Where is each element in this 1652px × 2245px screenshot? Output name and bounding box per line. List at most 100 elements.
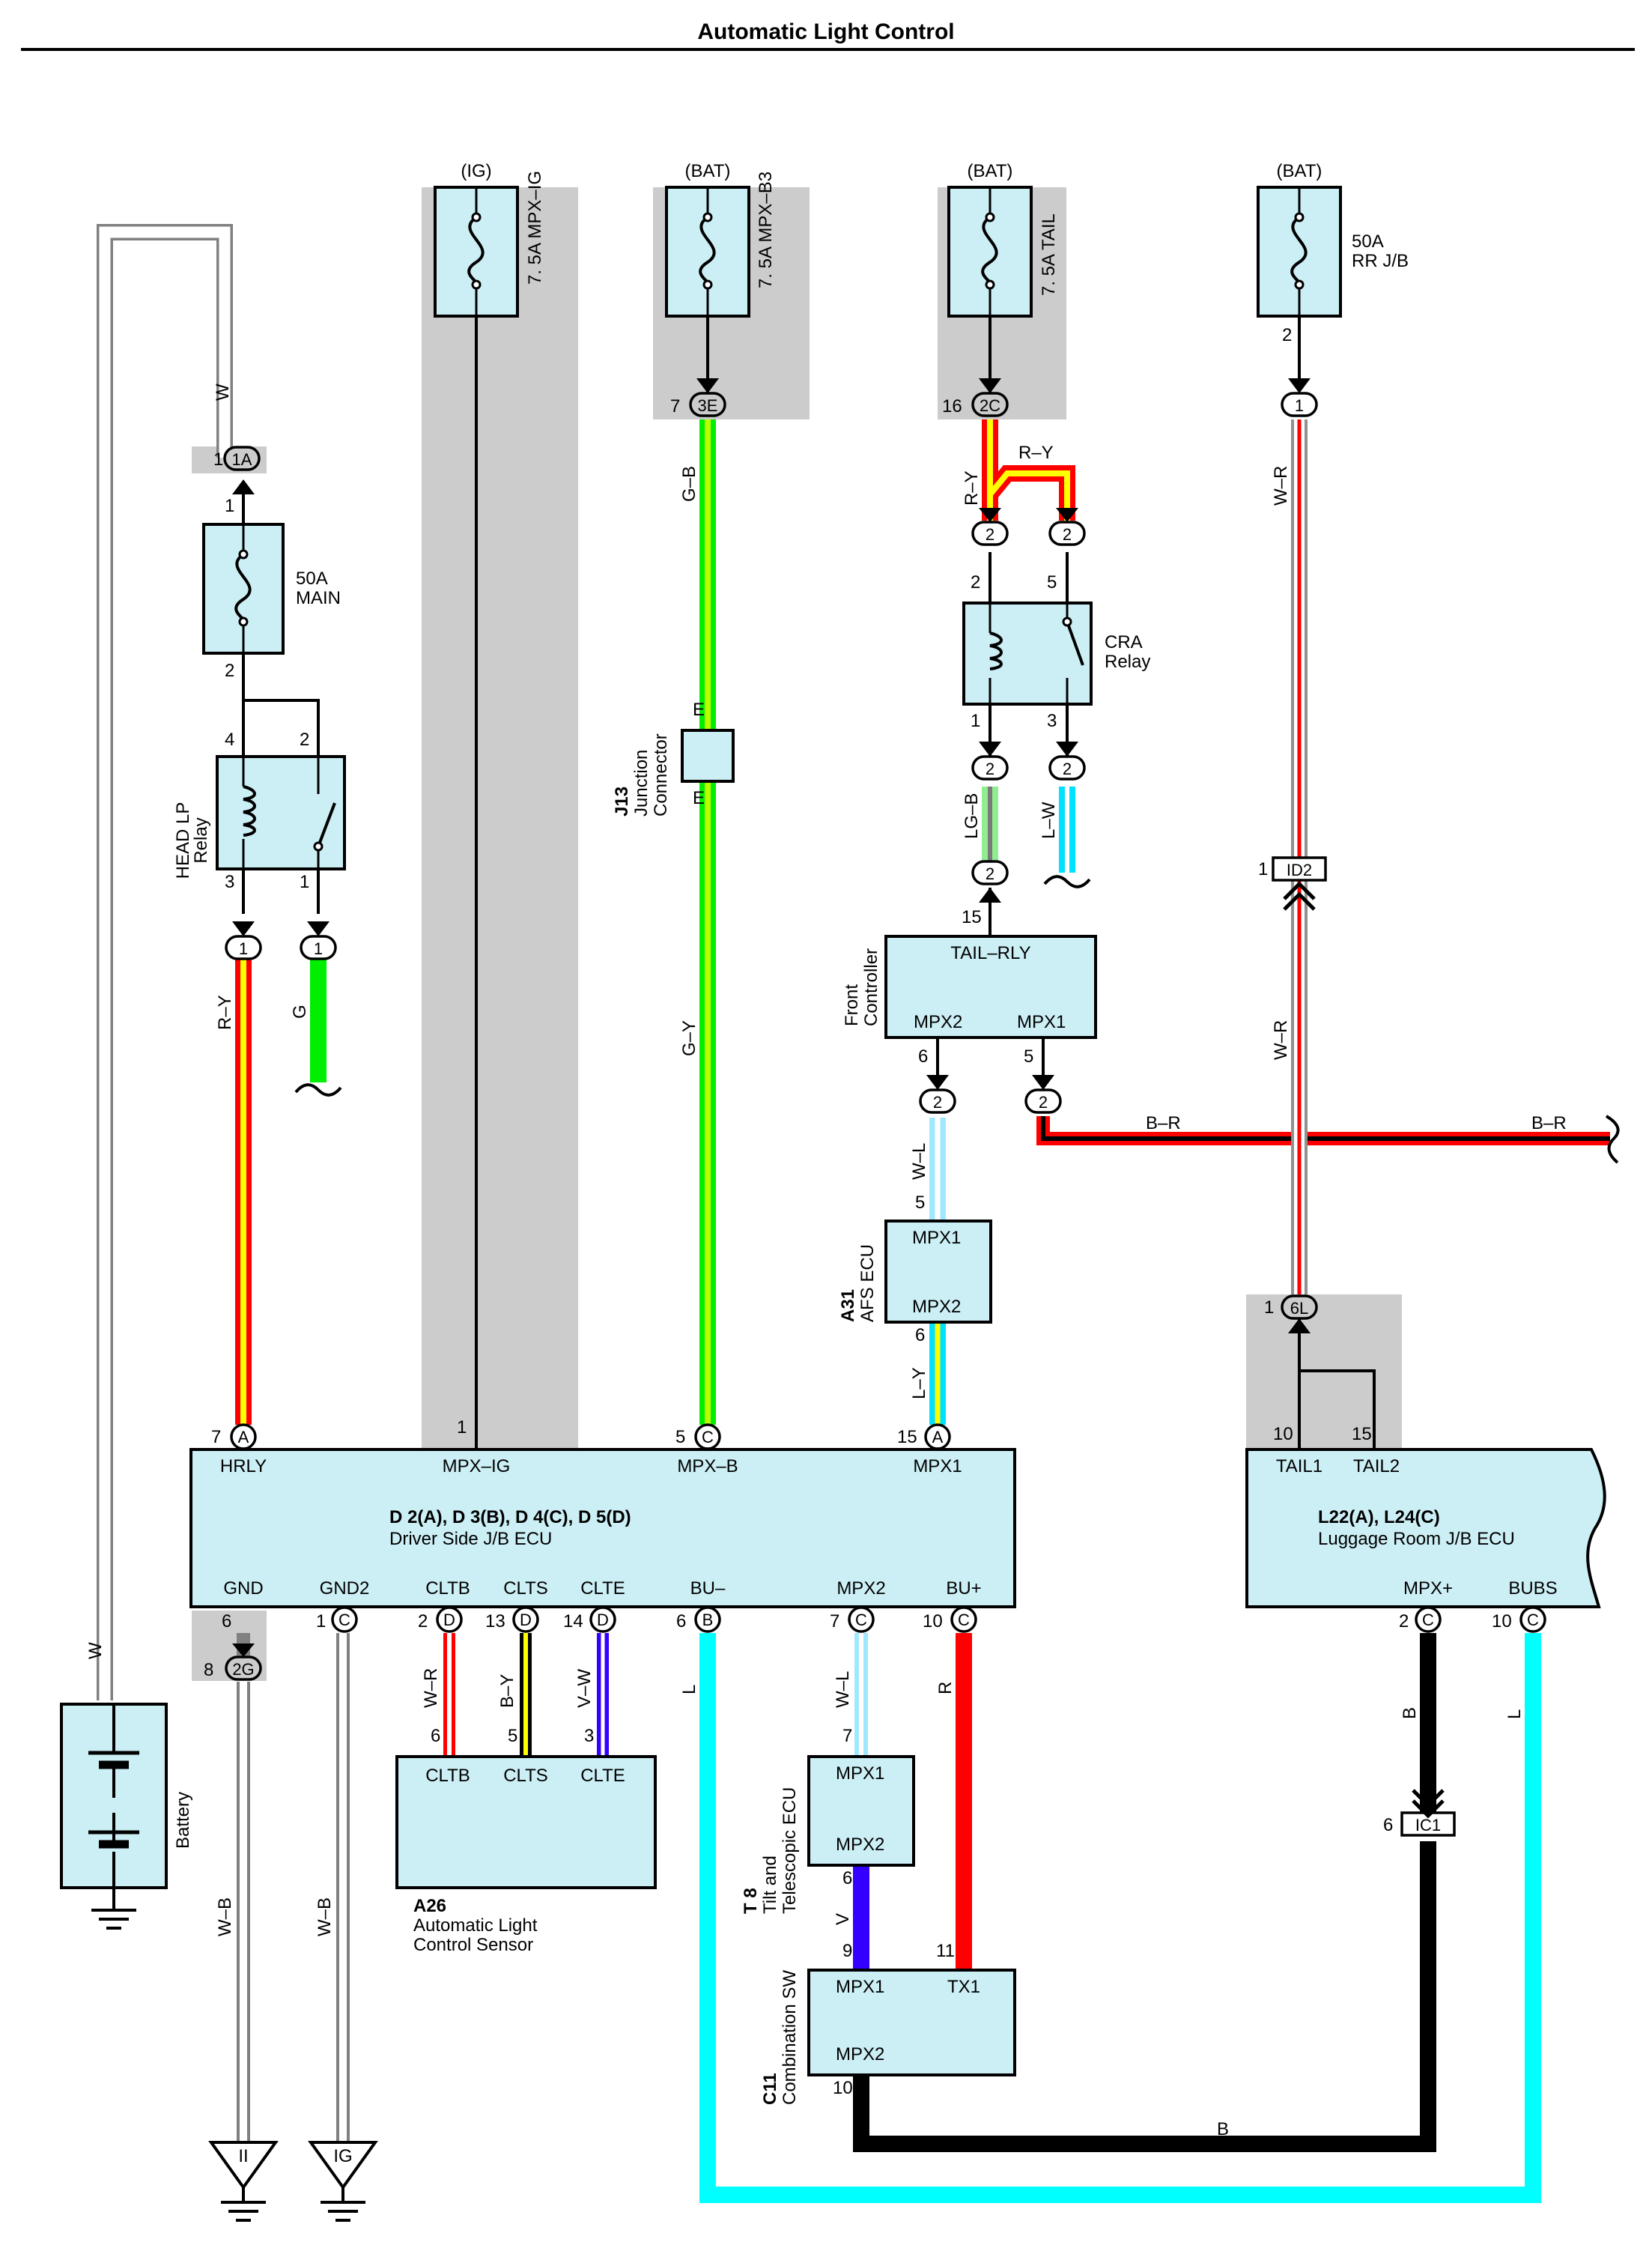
pin-num-6l: 1 [1264,1297,1274,1318]
svg-text:IC1: IC1 [1415,1816,1441,1835]
battery-label: Battery [173,1792,193,1849]
pin-num-cra-5: 5 [1047,572,1057,593]
luggage-jb-tail2: TAIL2 [1353,1456,1400,1476]
sensor-clte: CLTE [580,1766,625,1786]
pin-num-tilt-6: 6 [842,1868,852,1888]
svg-text:D: D [443,1611,455,1629]
driver-jb-name: Driver Side J/B ECU [389,1529,552,1549]
fuse-main [202,523,285,655]
driver-jb-mpx1: MPX1 [913,1456,962,1476]
pin-num-2c: 16 [942,396,962,416]
pin-num-afs-6: 6 [915,1325,925,1345]
pin-d-d-clte: D [589,1606,616,1633]
pin-num-cra-3: 3 [1047,711,1057,731]
wire-label-r: R [935,1682,956,1694]
driver-jb-mpx2: MPX2 [836,1578,885,1599]
luggage-jb-name: Luggage Room J/B ECU [1318,1529,1515,1549]
pin-d-d-clts: D [512,1606,539,1633]
svg-text:C: C [855,1611,867,1629]
svg-text:C: C [1422,1611,1434,1629]
pin-l-c-bubs: C [1519,1606,1546,1633]
driver-jb-gnd: GND [223,1578,263,1599]
svg-text:C: C [338,1611,350,1629]
conn-cra-out-1: 2 [971,755,1009,781]
fuse-mpx-ig [434,186,519,318]
front-controller-mpx1: MPX1 [1017,1012,1066,1032]
wire-label-w-r-cltb: W–R [421,1668,441,1708]
wire-label-b-combo: B [1217,2119,1229,2139]
conn-cra-in-5: 2 [1048,521,1086,546]
combo-sw-mpx2: MPX2 [836,2044,884,2064]
wire-label-r-y-cra-1: R–Y [962,470,982,506]
conn-head-lp-r-y: 1 [225,935,262,960]
front-controller-mpx2: MPX2 [914,1012,962,1032]
wire-label-v: V [833,1913,853,1925]
pin-num-combo-11: 11 [936,1941,955,1961]
wire-b-combo [853,1841,1436,2152]
pin-num-mpx-ig: 1 [457,1417,467,1437]
wire-label-w-top: W [213,384,233,401]
fuse-mpx-b3-label: 7. 5A MPX–B3 [756,172,776,288]
relay-head-lp-word: Relay [191,817,211,863]
pin-num-clts: 13 [485,1611,505,1632]
relay-cra [962,602,1093,706]
luggage-jb-bubs: BUBS [1508,1578,1557,1599]
wire-label-b-r-2: B–R [1531,1113,1567,1133]
junction-name-2: Connector [651,733,671,816]
wire-label-w-r-1: W–R [1271,466,1291,506]
pin-d-a-mpx1: A [924,1423,951,1450]
wire-label-l-w: L–W [1039,802,1059,839]
pin-num-tail1: 10 [1273,1424,1293,1444]
source-ig: (IG) [461,161,491,181]
fuse-tail-label: 7. 5A TAIL [1039,213,1059,296]
tilt-ecu-mpx1: MPX1 [836,1763,884,1784]
combo-sw-tx1: TX1 [947,1977,980,1997]
tilt-ecu-mpx2: MPX2 [836,1835,884,1855]
pin-d-c-mpx2: C [848,1606,875,1633]
fuse-main-amps: 50A [296,569,328,589]
wire-r-y-cra [982,419,1075,521]
pin-num-cra-2: 2 [971,572,980,593]
driver-jb-ecu [189,1448,1016,1608]
conn-tail-rly: 2 [971,860,1009,885]
wire-label-w-b-gnd2: W–B [315,1897,335,1936]
afs-ecu-name: AFS ECU [857,1244,878,1322]
ground-ig-label: IG [333,2146,352,2166]
svg-text:2: 2 [1063,760,1072,778]
svg-text:2G: 2G [232,1660,254,1679]
pin-num-fc-5: 5 [1024,1046,1033,1067]
wire-label-b-r-1: B–R [1146,1113,1181,1133]
double-arrow-ic1 [1412,1789,1445,1819]
wire-label-g: G [290,1005,310,1019]
wire-label-r-y-hrly: R–Y [215,995,235,1030]
source-bat-3: (BAT) [1277,161,1322,181]
wire-label-w-l-tilt: W–L [833,1671,853,1708]
pin-num-tilt-7: 7 [842,1726,852,1746]
ground-ii-label: II [238,2146,248,2166]
fuse-mpx-ig-label: 7. 5A MPX–IG [525,171,545,285]
svg-text:C: C [702,1428,714,1446]
pin-d-c-mpx-b: C [694,1423,721,1450]
pin-num-cltb: 2 [418,1611,428,1632]
driver-jb-bu-minus: BU– [690,1578,726,1599]
sensor-cltb: CLTB [425,1766,470,1786]
junction-name-1: Junction [631,750,652,816]
driver-jb-connectors: D 2(A), D 3(B), D 4(C), D 5(D) [389,1507,631,1527]
driver-jb-clte: CLTE [580,1578,625,1599]
fuse-rr-jb [1257,186,1342,318]
light-control-sensor [395,1755,657,1889]
double-arrow-id2 [1283,881,1316,911]
wire-label-b-y: B–Y [497,1674,517,1708]
sensor-name-1: Automatic Light [413,1915,538,1936]
driver-jb-gnd2: GND2 [320,1578,370,1599]
relay-head-lp [216,755,346,870]
mpx-ig-shade [422,187,578,1453]
pin-num-gnd2: 1 [316,1611,326,1632]
wire-label-l-bubs: L [1504,1709,1525,1719]
title-rule [21,48,1635,51]
relay-cra-name: CRA [1105,632,1143,652]
page-title: Automatic Light Control [697,19,954,44]
relay-head-lp-name: HEAD LP [173,802,193,879]
pin-num-2g: 8 [204,1660,213,1680]
wire-label-g-y: G–Y [679,1020,699,1056]
